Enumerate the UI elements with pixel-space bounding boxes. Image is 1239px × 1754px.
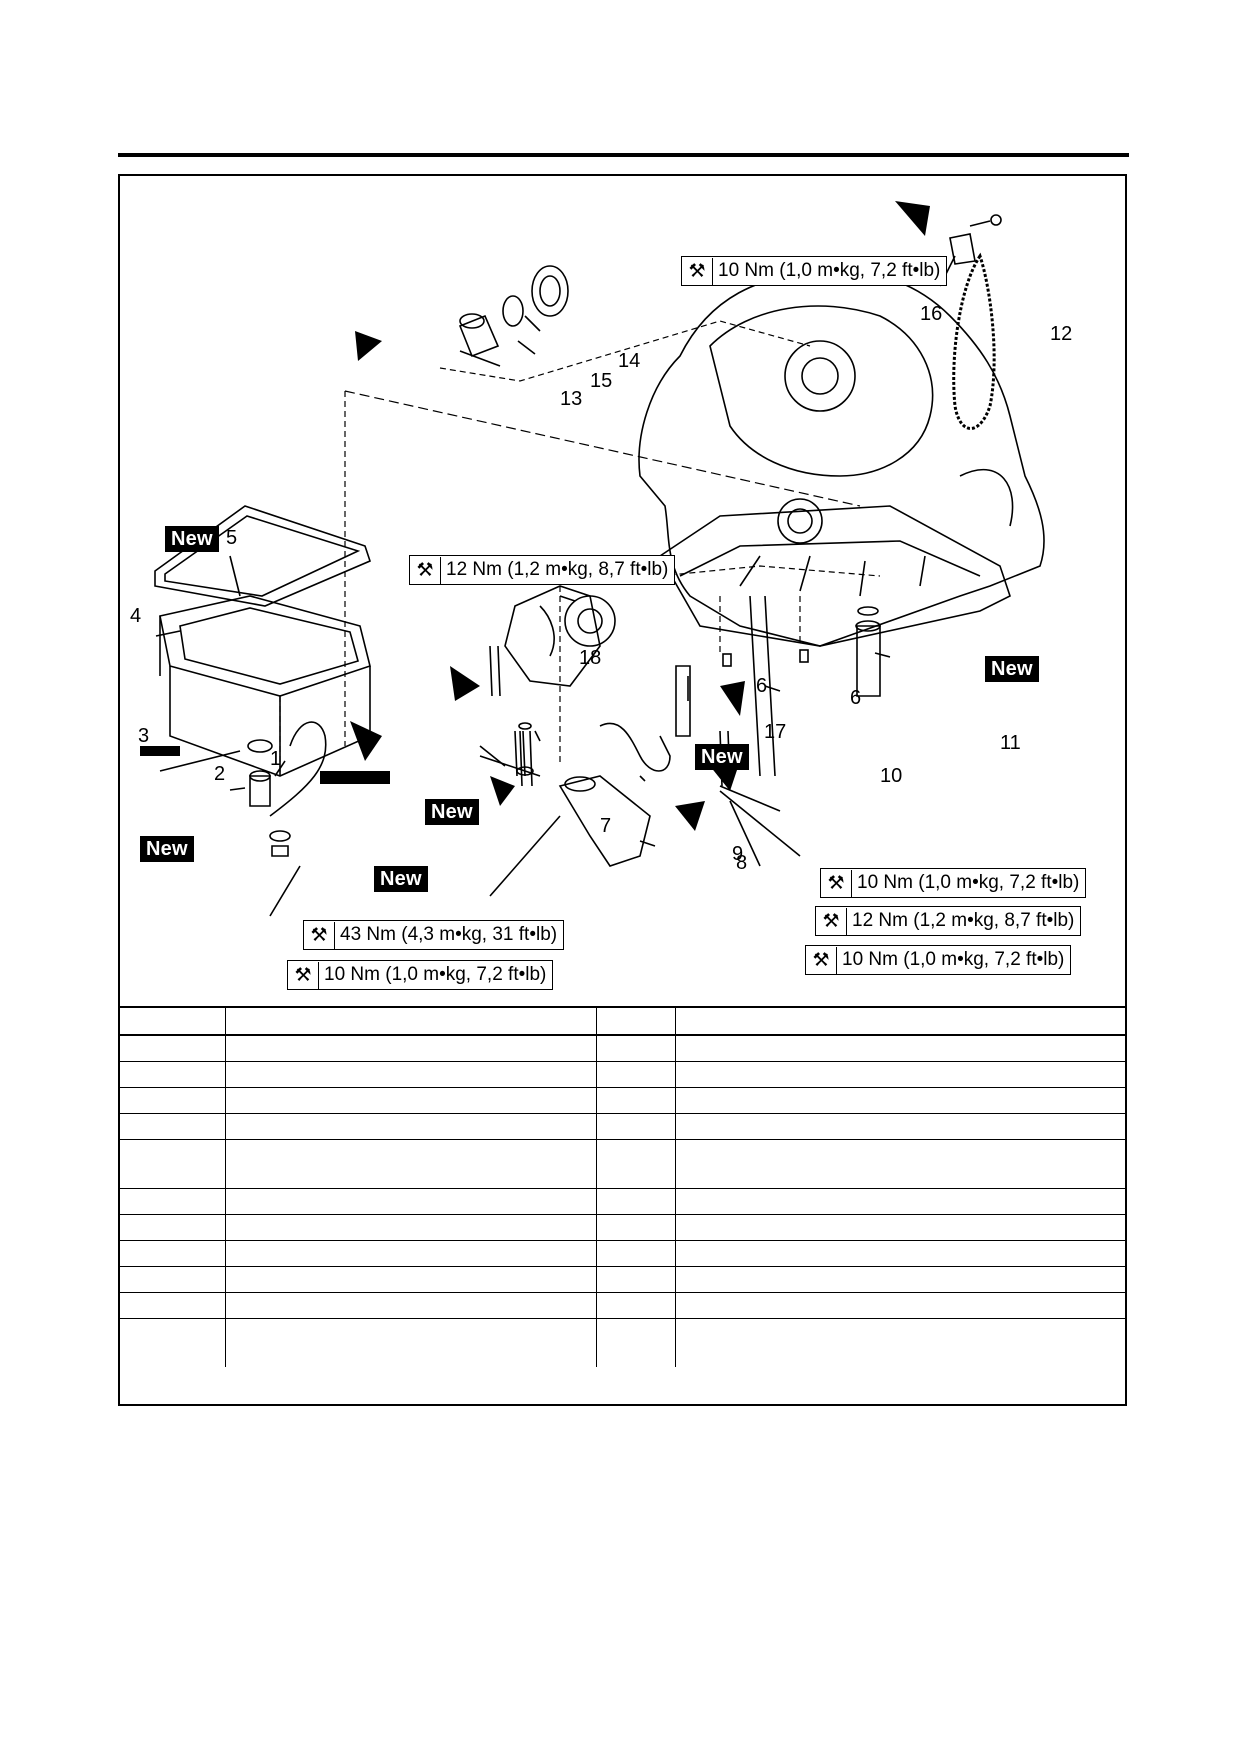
callout-1: 1: [270, 748, 282, 770]
callout-6-left: 6: [756, 675, 768, 697]
wrench-icon: ⚒: [821, 869, 852, 897]
wrench-icon: ⚒: [816, 907, 847, 935]
torque-spec-pipe-10: ⚒ 10 Nm (1,0 m•kg, 7,2 ft•lb): [820, 868, 1087, 898]
torque-value: 10 Nm (1,0 m•kg, 7,2 ft•lb): [857, 872, 1080, 893]
table-row: [120, 1087, 1125, 1114]
table-row: [120, 1240, 1125, 1267]
torque-spec-sensor: ⚒ 10 Nm (1,0 m•kg, 7,2 ft•lb): [287, 960, 554, 990]
exploded-view-frame: 1 2 3 4 5 6 6 7 8 9 10 11 12 13 14 15 16…: [118, 174, 1127, 1406]
callout-11: 11: [1000, 732, 1021, 754]
callout-13: 13: [560, 388, 583, 410]
header-rule: [118, 153, 1129, 157]
diagram-drawing: [140, 201, 1045, 917]
torque-spec-oil-pan: ⚒ 12 Nm (1,2 m•kg, 8,7 ft•lb): [409, 555, 676, 585]
new-badge-oring-11: New: [985, 656, 1039, 682]
new-badge-oring-9: New: [695, 744, 749, 770]
new-badge-gasket: New: [165, 526, 219, 552]
wrench-icon: ⚒: [806, 946, 837, 974]
callout-6-right: 6: [850, 687, 862, 709]
table-row: [120, 1214, 1125, 1241]
torque-value: 12 Nm (1,2 m•kg, 8,7 ft•lb): [852, 910, 1075, 931]
torque-value: 10 Nm (1,0 m•kg, 7,2 ft•lb): [842, 949, 1065, 970]
callout-7: 7: [600, 815, 612, 837]
wrench-icon: ⚒: [410, 556, 441, 584]
torque-value: 12 Nm (1,2 m•kg, 8,7 ft•lb): [446, 559, 669, 580]
table-row: [120, 1188, 1125, 1215]
new-badge-drain-washer: New: [374, 866, 428, 892]
callout-4: 4: [130, 605, 142, 627]
table-row: [120, 1061, 1125, 1088]
callout-2: 2: [214, 763, 226, 785]
table-row: [120, 1034, 1125, 1062]
callout-3: 3: [138, 725, 150, 747]
callout-12: 12: [1050, 323, 1073, 345]
table-row: [120, 1266, 1125, 1293]
parts-table: [120, 1006, 1125, 1367]
torque-value: 43 Nm (4,3 m•kg, 31 ft•lb): [340, 924, 558, 945]
table-row: [120, 1318, 1125, 1367]
new-badge-oring-7: New: [425, 799, 479, 825]
torque-value: 10 Nm (1,0 m•kg, 7,2 ft•lb): [324, 964, 547, 985]
wrench-icon: ⚒: [682, 257, 713, 285]
torque-spec-delivery: ⚒ 10 Nm (1,0 m•kg, 7,2 ft•lb): [805, 945, 1072, 975]
callout-10: 10: [880, 765, 903, 787]
table-row: [120, 1139, 1125, 1189]
wrench-icon: ⚒: [304, 921, 335, 949]
callout-8: 8: [736, 852, 748, 874]
table-row: [120, 1113, 1125, 1140]
exploded-diagram: 1 2 3 4 5 6 6 7 8 9 10 11 12 13 14 15 16…: [120, 176, 1125, 1006]
callout-14: 14: [618, 350, 641, 372]
callout-15: 15: [590, 370, 613, 392]
torque-spec-drain-bolt: ⚒ 43 Nm (4,3 m•kg, 31 ft•lb): [303, 920, 565, 950]
callout-16: 16: [920, 303, 943, 325]
wrench-icon: ⚒: [288, 961, 319, 989]
callout-5: 5: [226, 527, 238, 549]
table-row: [120, 1292, 1125, 1319]
callout-18: 18: [579, 647, 602, 669]
torque-spec-chain-guide: ⚒ 10 Nm (1,0 m•kg, 7,2 ft•lb): [681, 256, 948, 286]
torque-value: 10 Nm (1,0 m•kg, 7,2 ft•lb): [718, 260, 941, 281]
new-badge-oring-2: New: [140, 836, 194, 862]
callout-9: 9: [732, 843, 744, 865]
torque-spec-pump: ⚒ 12 Nm (1,2 m•kg, 8,7 ft•lb): [815, 906, 1082, 936]
callout-17: 17: [764, 721, 787, 743]
table-header-row: [120, 1006, 1125, 1036]
